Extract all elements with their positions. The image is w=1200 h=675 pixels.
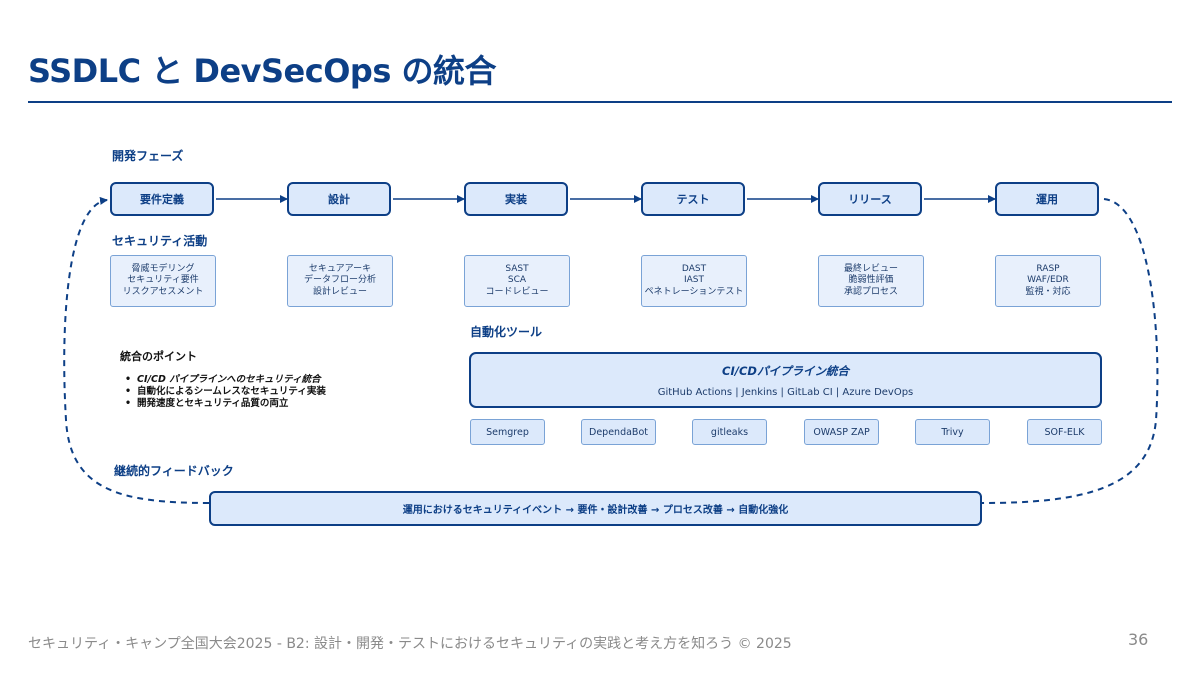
activity-requirements: 脅威モデリング セキュリティ要件 リスクアセスメント — [110, 255, 216, 307]
cicd-title: CI/CDパイプライン統合 — [722, 364, 849, 378]
activity-item: リスクアセスメント — [122, 286, 204, 297]
list-item: • 開発速度とセキュリティ品質の両立 — [125, 398, 326, 410]
cicd-pipeline-box: CI/CDパイプライン統合 GitHub Actions | Jenkins |… — [469, 352, 1102, 408]
tool-semgrep: Semgrep — [470, 419, 545, 445]
point-text: CI/CD パイプラインへのセキュリティ統合 — [137, 374, 321, 385]
list-item: • CI/CD パイプラインへのセキュリティ統合 — [125, 374, 326, 386]
phases-label: 開発フェーズ — [112, 149, 184, 163]
tool-trivy: Trivy — [915, 419, 990, 445]
phase-test: テスト — [641, 182, 745, 216]
activity-item: セキュリティ要件 — [127, 275, 199, 286]
tool-gitleaks: gitleaks — [692, 419, 767, 445]
activity-item: IAST — [683, 275, 705, 286]
activity-release: 最終レビュー 脆弱性評価 承認プロセス — [818, 255, 924, 307]
activity-implementation: SAST SCA コードレビュー — [464, 255, 570, 307]
activity-item: 監視・対応 — [1025, 286, 1071, 297]
activity-item: セキュアアーキ — [308, 263, 372, 274]
activity-item: データフロー分析 — [303, 275, 376, 286]
page-title: SSDLC と DevSecOps の統合 — [28, 52, 497, 90]
activity-item: 脅威モデリング — [131, 263, 195, 274]
activity-item: DAST — [681, 263, 707, 274]
activity-item: 脆弱性評価 — [848, 275, 894, 286]
feedback-label: 継続的フィードバック — [114, 464, 234, 478]
activity-item: WAF/EDR — [1027, 275, 1069, 286]
activity-item: RASP — [1036, 263, 1060, 274]
title-divider — [28, 101, 1172, 103]
activity-item: ペネトレーションテスト — [644, 286, 744, 297]
feedback-box: 運用におけるセキュリティイベント → 要件・設計改善 → プロセス改善 → 自動… — [209, 491, 982, 526]
activity-item: SCA — [507, 275, 527, 286]
feedback-loop-left — [63, 196, 210, 504]
activity-item: 承認プロセス — [843, 286, 898, 297]
page-number: 36 — [1128, 630, 1149, 649]
activity-item: SAST — [505, 263, 529, 274]
phase-operation: 運用 — [995, 182, 1099, 216]
tool-dependabot: DependaBot — [581, 419, 656, 445]
phase-implementation: 実装 — [464, 182, 568, 216]
tool-sof-elk: SOF-ELK — [1027, 419, 1102, 445]
points-list: • CI/CD パイプラインへのセキュリティ統合 • 自動化によるシームレスなセキュ… — [125, 374, 326, 410]
bullet-icon: • — [125, 398, 132, 409]
phase-design: 設計 — [287, 182, 391, 216]
point-text: 自動化によるシームレスなセキュリティ実装 — [137, 386, 326, 397]
bullet-icon: • — [125, 386, 132, 397]
points-label: 統合のポイント — [120, 350, 197, 363]
feedback-loop-right — [981, 198, 1159, 504]
activities-label: セキュリティ活動 — [112, 234, 208, 248]
point-text: 開発速度とセキュリティ品質の両立 — [137, 398, 289, 409]
cicd-subtitle: GitHub Actions | Jenkins | GitLab CI | A… — [657, 387, 914, 398]
phase-requirements: 要件定義 — [110, 182, 214, 216]
phase-release: リリース — [818, 182, 922, 216]
footer-text: セキュリティ・キャンプ全国大会2025 - B2: 設計・開発・テストにおけるセ… — [28, 636, 792, 652]
activity-item: 設計レビュー — [312, 286, 367, 297]
activity-item: コードレビュー — [485, 286, 549, 297]
activity-design: セキュアアーキ データフロー分析 設計レビュー — [287, 255, 393, 307]
activity-test: DAST IAST ペネトレーションテスト — [641, 255, 747, 307]
bullet-icon: • — [125, 374, 132, 385]
list-item: • 自動化によるシームレスなセキュリティ実装 — [125, 386, 326, 398]
activity-operation: RASP WAF/EDR 監視・対応 — [995, 255, 1101, 307]
tools-label: 自動化ツール — [470, 325, 543, 339]
activity-item: 最終レビュー — [843, 263, 898, 274]
tool-owasp-zap: OWASP ZAP — [804, 419, 879, 445]
